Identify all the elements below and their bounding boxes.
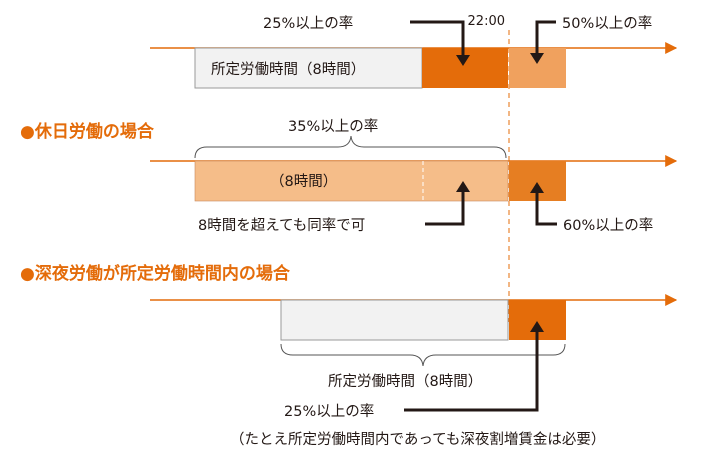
arrow-50 (535, 20, 556, 54)
arrow-night-25-head (530, 321, 544, 332)
arrow-60-head (530, 182, 544, 193)
regular-hours-block-3 (280, 299, 509, 341)
holiday-brace (194, 135, 507, 159)
holiday-hours-label: （8時間） (270, 173, 337, 190)
overtime-25-block (422, 48, 508, 88)
night-work-heading: ●深夜労働が所定労働時間内の場合 (20, 263, 291, 284)
holiday-rate-35-label: 35%以上の率 (288, 118, 378, 135)
arrow-same-rate-head (456, 181, 470, 192)
holiday-work-heading: ●休日労働の場合 (20, 121, 155, 142)
rate-25-label: 25%以上の率 (263, 15, 353, 32)
rate-50-label: 50%以上の率 (562, 15, 652, 32)
regular-hours-block (194, 47, 423, 89)
night-rate-25-label: 25%以上の率 (284, 403, 374, 420)
arrow-25-head (456, 55, 470, 66)
arrow-same-rate (425, 191, 465, 226)
regular-hours-brace (280, 343, 566, 367)
holiday-35-block (194, 160, 509, 202)
same-rate-note: 8時間を超えても同率で可 (198, 217, 365, 234)
arrow-60 (535, 192, 557, 226)
night-premium-note: （たとえ所定労働時間内であっても深夜割増賃金は必要） (230, 431, 605, 448)
time-marker-label: 22:00 (468, 14, 505, 29)
rate-60-label: 60%以上の率 (563, 217, 653, 234)
regular-hours-label: 所定労働時間（8時間） (211, 61, 365, 78)
arrow-25 (410, 20, 465, 56)
arrow-50-head (530, 53, 544, 64)
regular-hours-brace-label: 所定労働時間（8時間） (328, 373, 482, 390)
arrow-night-25 (404, 331, 539, 412)
